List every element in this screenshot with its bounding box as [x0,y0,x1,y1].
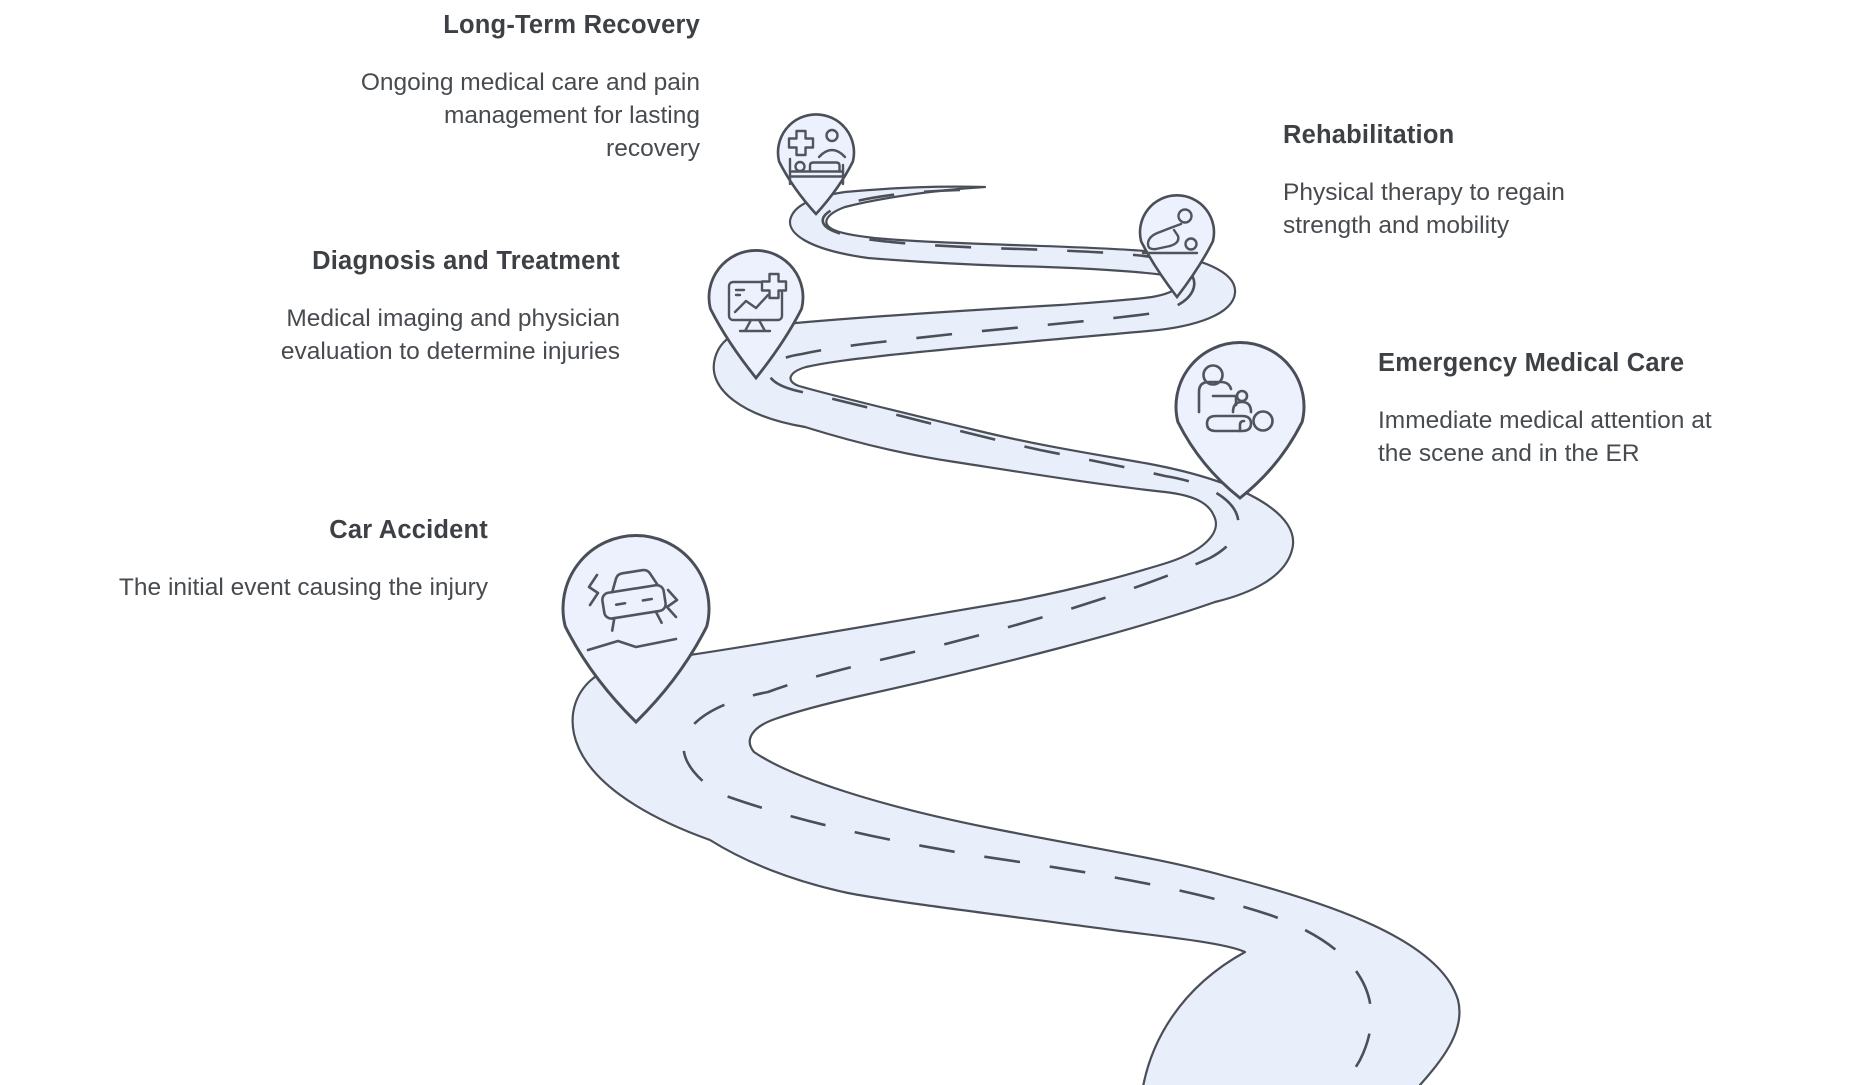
pin-diagnosis-and-treatment [707,249,805,381]
pin-shape [1138,194,1216,300]
milestone-title: Diagnosis and Treatment [312,247,620,275]
physical-therapy-icon [1141,208,1199,255]
milestone-title: Long-Term Recovery [443,11,700,39]
car-crash-icon [586,568,679,652]
pin-emergency-medical-care [1174,341,1306,500]
milestone-description: Medical imaging and physician evaluation… [280,305,620,365]
milestone-diagnosis-and-treatment: Diagnosis and Treatment Medical imaging … [270,246,620,368]
road-centerline [682,188,1373,1085]
pin-long-term-recovery [776,113,856,216]
milestone-description: Ongoing medical care and pain management… [360,69,700,162]
cpr-first-aid-icon [1197,364,1274,433]
milestone-title: Rehabilitation [1283,121,1455,149]
medical-monitor-icon [727,272,788,333]
road-surface [571,185,1461,1085]
hospital-bed-icon [787,128,847,186]
milestone-title: Emergency Medical Care [1378,349,1685,377]
milestone-description: Physical therapy to regain strength and … [1283,179,1565,239]
pin-shape [561,534,711,725]
milestone-car-accident: Car Accident The initial event causing t… [88,515,488,604]
milestone-emergency-medical-care: Emergency Medical Care Immediate medical… [1378,348,1718,470]
pin-rehabilitation [1138,194,1216,300]
pin-car-accident [561,534,711,725]
milestone-title: Car Accident [329,516,488,544]
milestone-description: Immediate medical attention at the scene… [1378,407,1712,467]
milestone-rehabilitation: Rehabilitation Physical therapy to regai… [1283,120,1643,242]
milestone-long-term-recovery: Long-Term Recovery Ongoing medical care … [345,10,700,165]
milestone-description: The initial event causing the injury [118,574,488,601]
